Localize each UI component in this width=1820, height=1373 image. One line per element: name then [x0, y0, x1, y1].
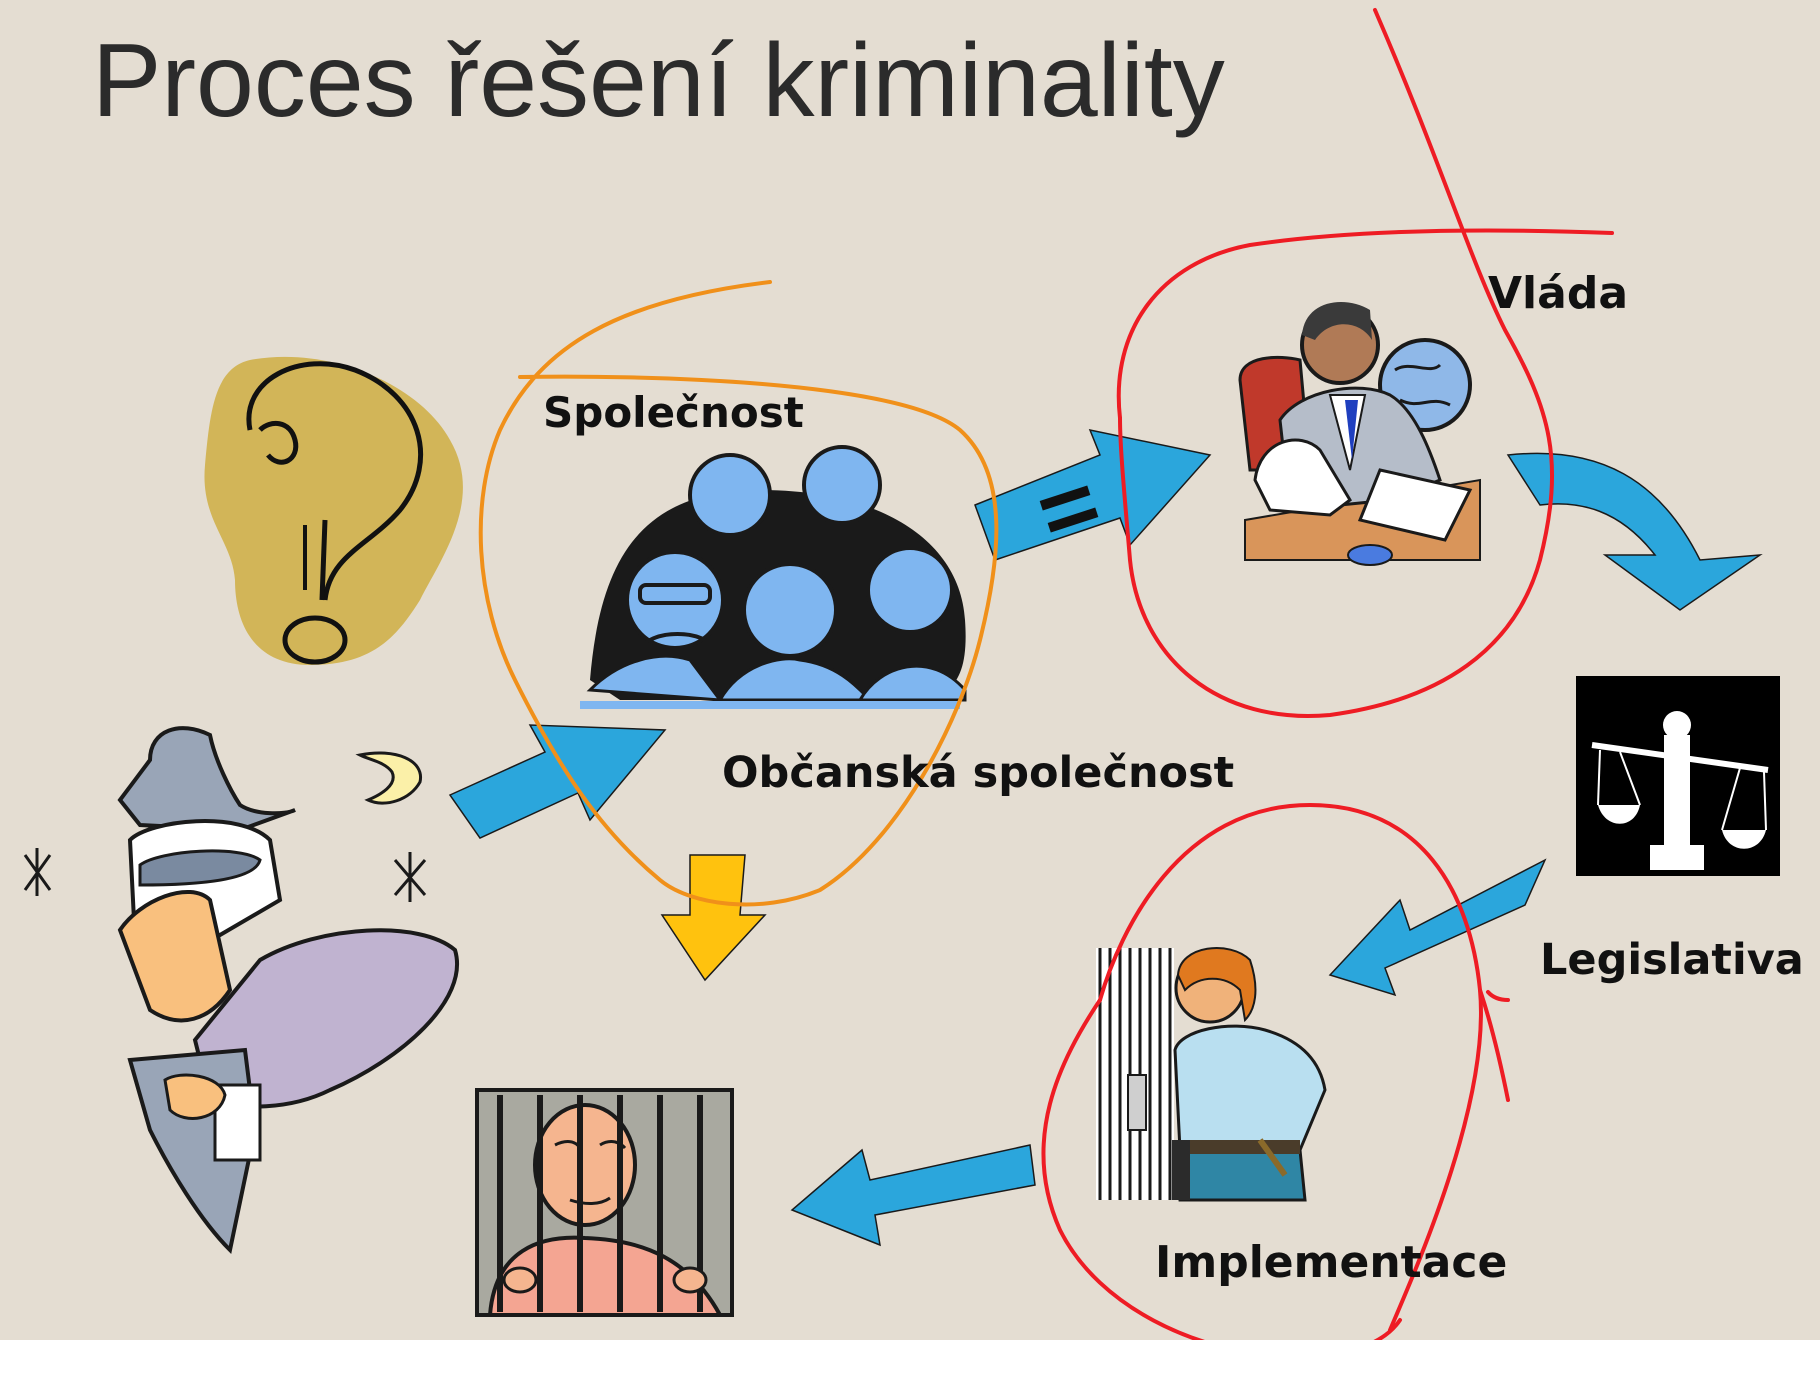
label-obcanska-spolecnost: Občanská společnost	[722, 748, 1235, 798]
slide-title: Proces řešení kriminality	[92, 23, 1225, 139]
label-vlada: Vláda	[1488, 268, 1629, 319]
scales-of-justice-icon	[1576, 676, 1780, 876]
diagram-canvas	[23, 8, 1780, 1340]
label-spolecnost: Společnost	[543, 388, 804, 437]
flow-arrows	[448, 428, 1763, 1247]
label-legislativa: Legislativa	[1540, 935, 1804, 985]
arrow-society-to-government	[974, 428, 1212, 561]
people-group-icon	[580, 445, 967, 709]
slide: Proces řešení kriminality	[0, 0, 1820, 1340]
arrow-implementation-to-prison	[790, 1144, 1036, 1247]
criminal-icon	[23, 726, 459, 1255]
arrow-criminal-to-society	[448, 724, 667, 839]
police-officer-icon	[1096, 947, 1327, 1202]
arrow-legislation-to-implementation	[1328, 858, 1547, 997]
arrow-society-to-prison	[660, 854, 767, 982]
annotation-marks	[478, 8, 1614, 1340]
bottom-strip	[0, 1340, 1820, 1373]
government-official-icon	[1238, 302, 1481, 566]
prisoner-icon	[475, 1088, 734, 1317]
question-mark-icon	[204, 356, 463, 665]
label-implementace: Implementace	[1155, 1237, 1508, 1288]
arrow-government-to-legislation	[1506, 452, 1763, 611]
equals-sign-icon	[1039, 485, 1099, 533]
